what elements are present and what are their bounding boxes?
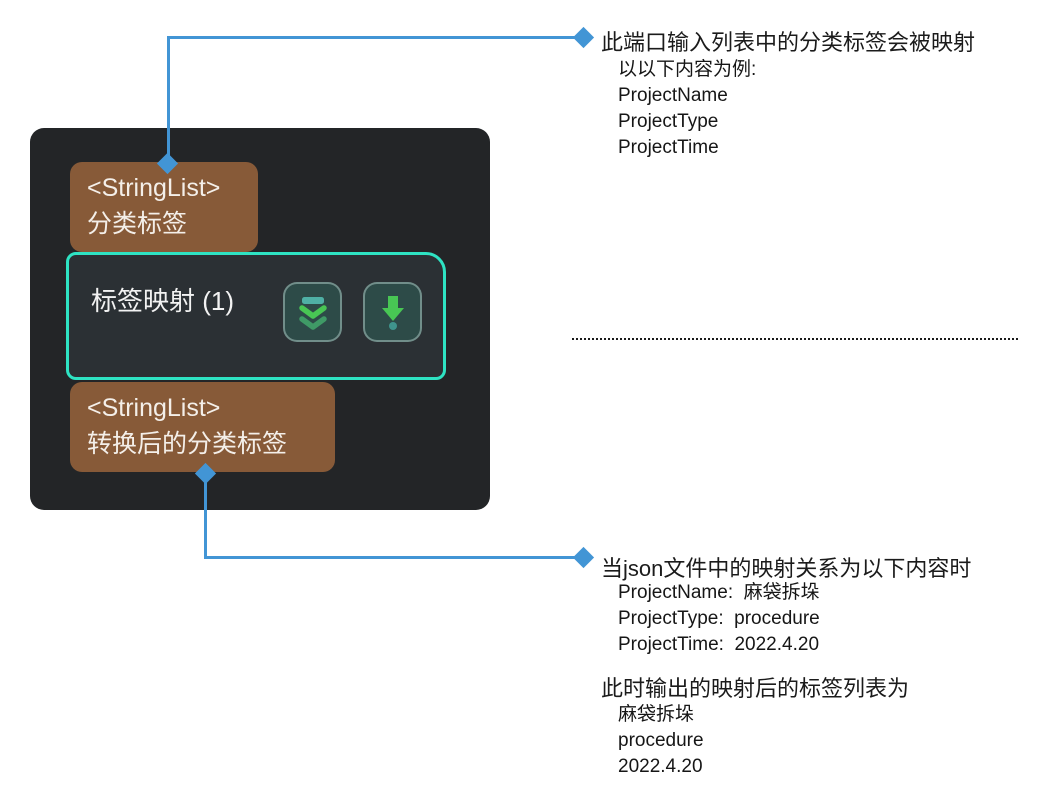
example-intro-line: 以以下内容为例:	[618, 59, 757, 80]
procedure-title: 标签映射 (1)	[91, 286, 235, 316]
output-port-converted-labels[interactable]: <StringList> 转换后的分类标签	[70, 382, 335, 472]
input-port-label: 分类标签	[87, 210, 188, 238]
label-mapping-node[interactable]: <StringList> 分类标签 标签映射 (1) <StringList>	[30, 128, 490, 510]
output-button[interactable]	[363, 282, 422, 342]
output-arrow-icon	[381, 296, 404, 330]
collapse-double-chevron-icon	[298, 297, 327, 330]
dotted-divider	[572, 338, 1018, 340]
input-port-type: <StringList>	[87, 174, 221, 202]
connector-input-text-diamond	[572, 26, 595, 49]
input-annotation-example-list: 以以下内容为例: ProjectName ProjectType Project…	[618, 57, 756, 161]
mapping-item: ProjectName: 麻袋拆垛	[618, 582, 820, 603]
example-item: ProjectTime	[618, 137, 719, 158]
connector-output-vertical-line	[204, 473, 207, 558]
output-result-list: 麻袋拆垛 procedure 2022.4.20	[618, 702, 704, 780]
result-item: procedure	[618, 730, 704, 751]
result-item: 2022.4.20	[618, 756, 703, 777]
connector-output-text-diamond	[572, 546, 595, 569]
example-item: ProjectType	[618, 111, 719, 132]
output-port-label: 转换后的分类标签	[87, 430, 288, 458]
output-annotation-heading: 当json文件中的映射关系为以下内容时	[601, 556, 972, 581]
procedure-step-label-mapping[interactable]: 标签映射 (1)	[66, 252, 446, 380]
input-port-classification-labels[interactable]: <StringList> 分类标签	[70, 162, 258, 252]
output-result-heading: 此时输出的映射后的标签列表为	[601, 676, 910, 701]
mapping-item: ProjectType: procedure	[618, 608, 820, 629]
result-item: 麻袋拆垛	[618, 704, 695, 725]
output-annotation-mapping-list: ProjectName: 麻袋拆垛 ProjectType: procedure…	[618, 580, 820, 658]
connector-input-horizontal-line	[167, 36, 578, 39]
connector-input-vertical-line	[167, 37, 170, 163]
collapse-button[interactable]	[283, 282, 342, 342]
mapping-item: ProjectTime: 2022.4.20	[618, 634, 820, 655]
input-annotation-heading: 此端口输入列表中的分类标签会被映射	[601, 30, 976, 55]
connector-output-horizontal-line	[204, 556, 578, 559]
output-port-type: <StringList>	[87, 394, 221, 422]
example-item: ProjectName	[618, 85, 728, 106]
